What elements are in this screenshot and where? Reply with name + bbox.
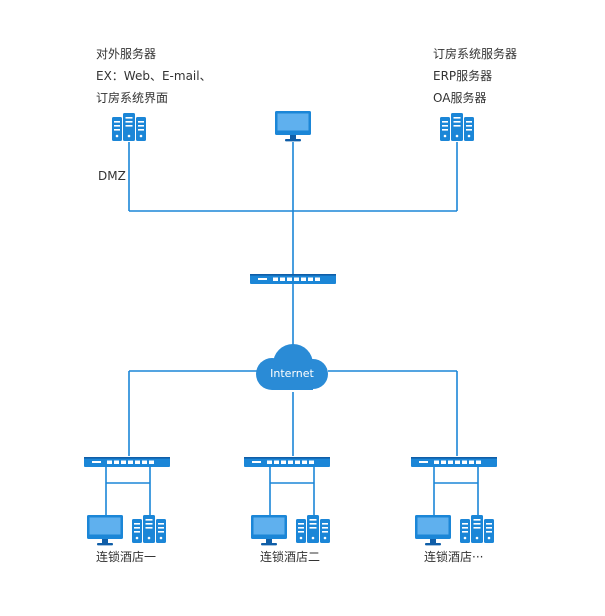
top-left-server-label: 对外服务器 EX：Web、E-mail、 订房系统界面	[96, 43, 212, 109]
server-icon	[440, 113, 474, 141]
switch-icon	[250, 274, 336, 284]
internet-label: Internet	[270, 367, 314, 380]
switch-icon	[244, 457, 330, 467]
switch-icon	[84, 457, 170, 467]
switch-icon	[411, 457, 497, 467]
top-right-server-line: 订房系统服务器	[433, 47, 518, 61]
top-right-server-line: OA服务器	[433, 91, 487, 105]
top-left-server-line: 对外服务器	[96, 47, 157, 61]
cloud-icon	[256, 344, 328, 390]
monitor-icon	[275, 111, 311, 142]
server-icon	[112, 113, 146, 141]
monitor-icon	[87, 515, 123, 546]
branch-label: 连锁酒店一	[96, 550, 157, 564]
monitor-icon	[415, 515, 451, 546]
top-left-server-line: EX：Web、E-mail、	[96, 69, 212, 83]
top-left-server-line: 订房系统界面	[96, 91, 169, 105]
monitor-icon	[251, 515, 287, 546]
branch-label: 连锁酒店···	[424, 550, 484, 564]
dmz-label: DMZ	[98, 169, 126, 183]
server-icon	[296, 515, 330, 543]
top-right-server-line: ERP服务器	[433, 69, 493, 83]
server-icon	[132, 515, 166, 543]
server-icon	[460, 515, 494, 543]
branch-label: 连锁酒店二	[260, 550, 321, 564]
top-right-server-label: 订房系统服务器 ERP服务器 OA服务器	[433, 43, 517, 109]
